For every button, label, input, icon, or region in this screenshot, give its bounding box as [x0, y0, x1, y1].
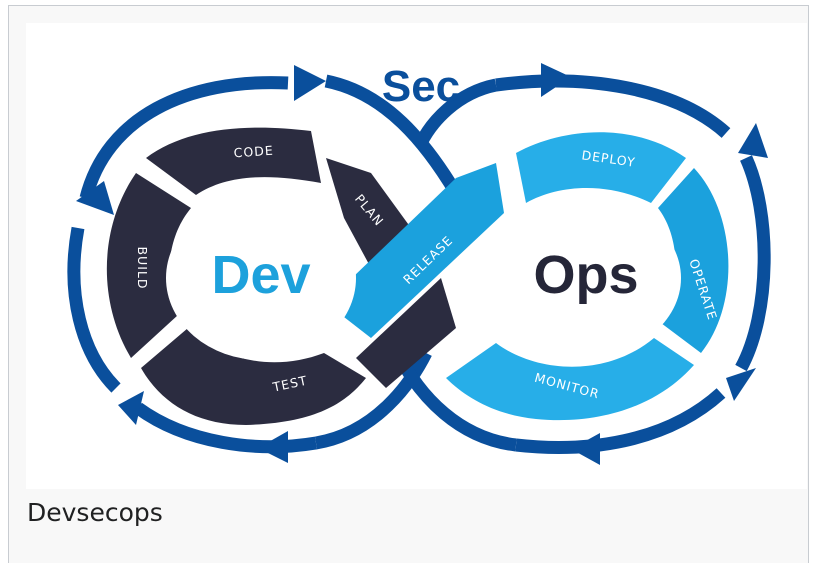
arrowhead — [76, 181, 114, 215]
segment-test — [141, 328, 366, 425]
outer-cross-bottom-right — [400, 364, 517, 452]
outer-arc-left-top — [79, 76, 289, 200]
sec-title: Sec — [382, 62, 460, 111]
outer-arrowheads — [76, 63, 768, 465]
arrowhead — [118, 391, 144, 425]
outer-arc-left-bottom — [134, 402, 318, 454]
arrowhead — [571, 433, 600, 465]
arrowhead — [541, 63, 571, 97]
devsecops-diagram: Sec Dev Ops CODE PLAN BUILD TEST RELEASE… — [26, 23, 807, 489]
dev-label: Dev — [211, 245, 310, 305]
outer-arc-right-mid — [735, 155, 771, 372]
outer-ring — [67, 74, 771, 454]
ops-label: Ops — [533, 245, 638, 305]
outer-arc-left-mid — [67, 226, 121, 393]
segment-deploy — [516, 132, 686, 203]
segment-build — [106, 173, 191, 358]
segment-operate — [658, 168, 729, 353]
arrowhead — [294, 65, 326, 101]
arrowhead — [738, 123, 768, 158]
ops-loop — [326, 132, 729, 421]
stage-test-label: TEST — [270, 373, 308, 395]
arrowhead — [726, 368, 756, 401]
outer-arc-right-top — [495, 74, 731, 138]
ops-hole — [481, 198, 681, 358]
image-caption: Devsecops — [27, 498, 163, 527]
arrowhead — [258, 431, 288, 463]
segment-code — [146, 127, 321, 195]
outer-cross-bottom — [314, 350, 432, 450]
outer-cross-top-right — [415, 78, 498, 147]
stage-code-label: CODE — [233, 143, 274, 161]
stage-build-label: BUILD — [135, 246, 150, 289]
segment-cross-dark — [356, 278, 456, 388]
outer-arc-right-bottom — [515, 388, 726, 454]
dev-hole — [166, 196, 356, 360]
outer-cross-top — [324, 74, 462, 197]
dev-loop — [106, 127, 456, 425]
image-card: Sec Dev Ops CODE PLAN BUILD TEST RELEASE… — [8, 5, 809, 563]
segment-monitor — [446, 338, 694, 421]
segment-release — [326, 163, 504, 338]
segment-plan — [326, 158, 411, 268]
stage-deploy-label: DEPLOY — [581, 147, 637, 169]
